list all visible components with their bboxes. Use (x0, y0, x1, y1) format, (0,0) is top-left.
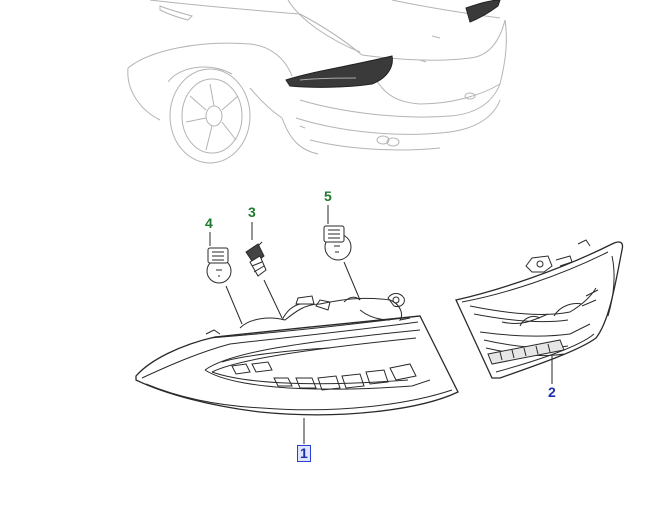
callout-part-3[interactable]: 3 (248, 204, 256, 220)
leader-lines (209, 205, 553, 444)
vehicle-tail-lamps (285, 0, 501, 88)
bulb-4[interactable] (206, 247, 232, 284)
vehicle-rear-view (127, 0, 507, 164)
bulb-3[interactable] (245, 241, 267, 277)
outer-tail-lamp-assembly[interactable] (135, 293, 459, 416)
callout-part-4[interactable]: 4 (205, 215, 213, 231)
bulb-5[interactable] (323, 225, 352, 261)
callout-part-5[interactable]: 5 (324, 188, 332, 204)
callout-part-1[interactable]: 1 (297, 445, 311, 462)
inner-tail-lamp-assembly[interactable] (455, 239, 624, 379)
callout-part-2[interactable]: 2 (548, 384, 556, 400)
